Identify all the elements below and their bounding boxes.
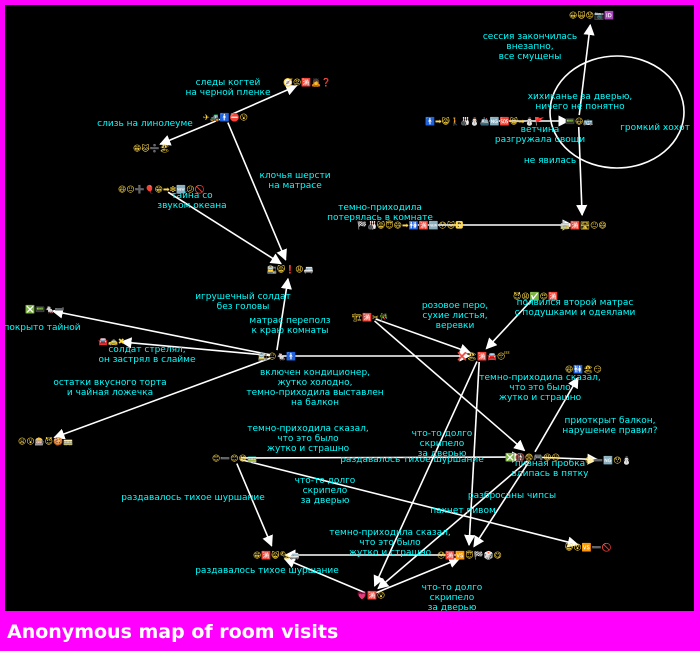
edge-label-l20: приоткрыт балкон,нарушение правил? [562,416,657,436]
node-n18: 😦😮🎰😈🍪🚃 [18,436,73,446]
edge-label-l16: солдат стрелял,он застрял в слайме [98,345,196,365]
edge-n15-n18 [53,357,271,440]
edge-n15-n10 [276,277,292,351]
edge-n7-n10 [167,191,282,265]
edge-n17-n20 [534,376,579,453]
edge-label-l7: не явилась [524,156,576,166]
node-n10: 🚉😸❗😩🚐 [267,264,314,274]
node-n7: 😆😐➕🎈😁➡❇🆕😕🚫 [118,184,205,194]
node-n16: ❌🏖🈵🚘😴 [457,351,510,361]
edge-n6-n9 [576,126,588,217]
edge-n14-n16 [485,299,532,350]
visit-graph: 😀🙀😟📷🆔 🧭😡🈵🙇❓ ✈🚜🚹⛔😮 😁🐱➗🏖 🚹➡😸🚶🎳⛄🚢🆖🆘😸➡⛄🚩 📟😃🚌 😆😐➕🎈😁… [5,10,690,611]
edge-n3-n10 [227,122,287,261]
node-n11: ❎📟🐁➖ [25,304,65,314]
edge-label-l15: покрыто тайной [5,323,81,333]
edge-n15-n12 [120,337,271,357]
node-n15: 🚉😐🐁🚹 [258,351,296,361]
node-n8: 🏁🎳😸😇😄➡🚻🈵🆕😯🐱🅿 [357,220,463,231]
edge-label-l26: раздавалось тихое шуршание [121,493,265,503]
node-n5: 🚹➡😸🚶🎳⛄🚢🆖🆘😸➡⛄🚩 [425,116,545,127]
edge-label-l13: розовое перо,сухие листья,веревки [422,301,488,331]
edge-label-l27: разбросаны чипсы [468,491,556,501]
edge-label-l4: слизь на линолеуме [97,119,193,129]
node-n1: 😀🙀😟📷🆔 [569,10,614,20]
edge-label-l23: раздавалось тихое шуршание [340,455,484,465]
edge-n16-n24 [464,361,480,547]
node-n22: 😸😵🆚➖🚫 [565,542,612,552]
edge-n21-n22 [240,458,579,548]
edge-n25-n23 [283,557,366,594]
node-n9: 🚋🈵🛣😐😄 [560,220,607,230]
node-n2: 🧭😡🈵🙇❓ [283,77,331,87]
edge-n6-n1 [578,23,595,116]
edge-n17-n19 [537,453,599,465]
edge-label-l6: громкий хохот [620,123,690,133]
node-layer: 😀🙀😟📷🆔 🧭😡🈵🙇❓ ✈🚜🚹⛔😮 😁🐱➗🏖 🚹➡😸🚶🎳⛄🚢🆖🆘😸➡⛄🚩 📟😃🚌 😆😐➕🎈😁… [18,10,632,600]
node-n6: 📟😃🚌 [565,117,593,126]
node-n25: 💗🈵😮 [357,590,385,600]
node-n21: 😊➖😊😄🚃 [212,454,257,463]
edge-n17-n25 [377,460,528,590]
edge-n25-n24 [375,557,461,594]
node-n14: 😈😫✅😍🈵 [513,291,558,301]
edge-n13-n17 [374,320,526,452]
node-n12: 🚘🚕✖ [98,337,125,346]
edge-label-l28: пахнет пивом [430,506,496,516]
node-n24: 😯🈵🆚😇🏁🎲😋 [437,550,502,560]
diagram-canvas: 😀🙀😟📷🆔 🧭😡🈵🙇❓ ✈🚜🚹⛔😮 😁🐱➗🏖 🚹➡😸🚶🎳⛄🚢🆖🆘😸➡⛄🚩 📟😃🚌 😆😐➕🎈😁… [5,5,694,611]
edge-label-l30: раздавалось тихое шуршание [195,566,339,576]
edge-label-l3: хихиканье за дверью,ничего не понятно [528,92,633,112]
node-n13: 🏗🈵✂🎋 [352,312,389,322]
edge-layer [51,23,685,594]
edge-n16-n25 [373,361,478,587]
self-loop-edge [549,55,685,169]
node-n23: 😁🈵😸🗞🚐 [253,550,300,560]
edge-n13-n16 [375,318,472,355]
edge-n3-n4 [159,118,221,146]
edge-n21-n17 [240,451,524,463]
edge-n17-n24 [473,461,530,548]
edge-label-l18: включен кондиционер,жутко холодно,темно-… [246,368,383,408]
edge-n21-n23 [236,463,273,547]
node-n20: 😆🚻🏖😏 [565,364,602,374]
node-n4: 😁🐱➗🏖 [133,143,170,153]
edge-n3-n2 [230,84,298,116]
caption: Anonymous map of room visits [7,621,339,643]
node-n19: 😃➖🆖😯⛄ [585,455,632,465]
node-n17: ❎🚯😨🎮😆😐 [505,452,560,462]
edge-n15-n11 [51,307,271,356]
node-n3: ✈🚜🚹⛔😮 [203,112,248,122]
